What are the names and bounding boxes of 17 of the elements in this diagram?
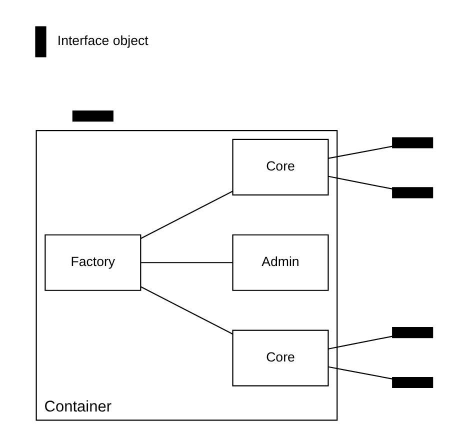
node-box: Factory bbox=[44, 234, 141, 291]
node-box: Admin bbox=[232, 234, 328, 291]
node-bar bbox=[72, 110, 113, 122]
connector bbox=[140, 262, 232, 264]
node-box: Core bbox=[232, 138, 328, 196]
legend-label: Interface object bbox=[56, 33, 148, 48]
node-box: Core bbox=[232, 330, 328, 386]
node-bar bbox=[392, 187, 433, 198]
connector bbox=[328, 336, 392, 350]
connector bbox=[328, 146, 392, 159]
connector bbox=[328, 366, 392, 380]
connector bbox=[140, 286, 232, 334]
node-bar bbox=[392, 327, 433, 338]
node-bar bbox=[392, 137, 433, 148]
connector bbox=[328, 176, 392, 190]
connector bbox=[140, 190, 232, 240]
node-bar bbox=[392, 376, 433, 388]
